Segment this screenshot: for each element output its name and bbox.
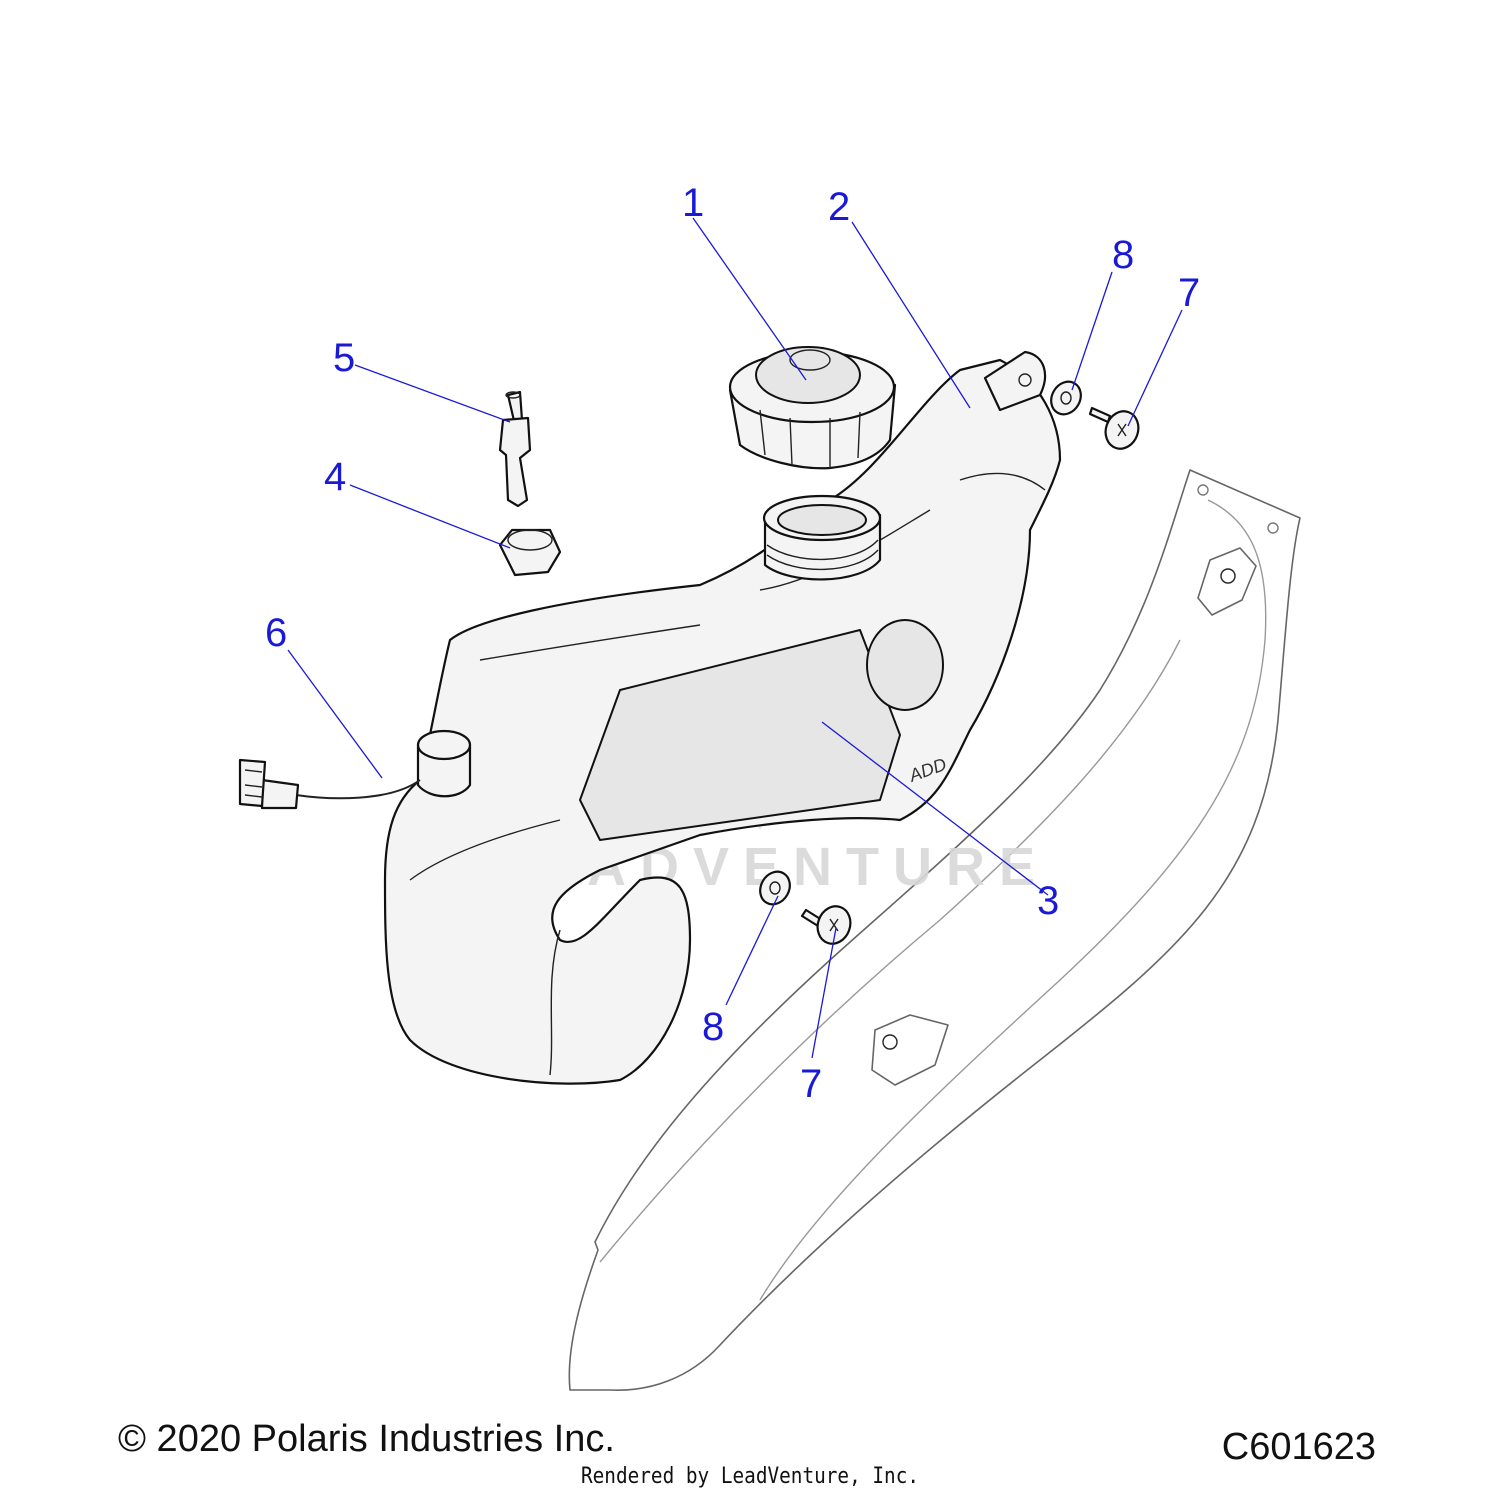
callout-labels: 1 2 3 4 5 6 7 7 8 8 [265, 181, 1200, 1106]
screw-upper [1088, 406, 1140, 450]
leader-2 [851, 221, 971, 409]
reservoir-tank: ADD [383, 350, 1062, 1085]
callout-7-lower: 7 [800, 1062, 822, 1106]
leader-1 [692, 217, 807, 381]
callout-8-upper: 8 [1112, 233, 1134, 277]
hose-fitting [498, 390, 532, 508]
callout-6: 6 [265, 611, 287, 655]
leader-8a [1071, 271, 1113, 391]
panel-bracket-upper [1197, 547, 1257, 616]
callout-8-lower: 8 [702, 1005, 724, 1049]
callout-leaders [287, 217, 1183, 1059]
leader-8b [725, 895, 779, 1006]
callout-7-upper: 7 [1178, 271, 1200, 315]
leader-5 [354, 364, 511, 423]
leader-7a [1127, 309, 1183, 427]
panel-bracket-lower [871, 1014, 949, 1086]
callout-5: 5 [333, 336, 355, 380]
copyright-notice: © 2020 Polaris Industries Inc. [118, 1418, 615, 1460]
callout-1: 1 [682, 181, 704, 225]
level-sensor [238, 758, 421, 810]
diagram-code: C601623 [1221, 1426, 1376, 1468]
callout-3: 3 [1037, 879, 1059, 923]
callout-4: 4 [324, 455, 346, 499]
rendered-by-credit: Rendered by LeadVenture, Inc. [580, 1464, 920, 1489]
sensor-boss [416, 729, 472, 798]
washer-lower [759, 870, 791, 906]
reservoir-cap [728, 346, 897, 470]
leader-7b [811, 927, 837, 1059]
leader-4 [349, 484, 511, 549]
filler-neck [762, 494, 882, 581]
grommet [498, 528, 562, 577]
callout-2: 2 [828, 185, 850, 229]
screw-lower [800, 905, 852, 945]
mounting-panel [568, 469, 1301, 1391]
leader-3 [821, 721, 1049, 896]
leader-6 [287, 649, 383, 779]
